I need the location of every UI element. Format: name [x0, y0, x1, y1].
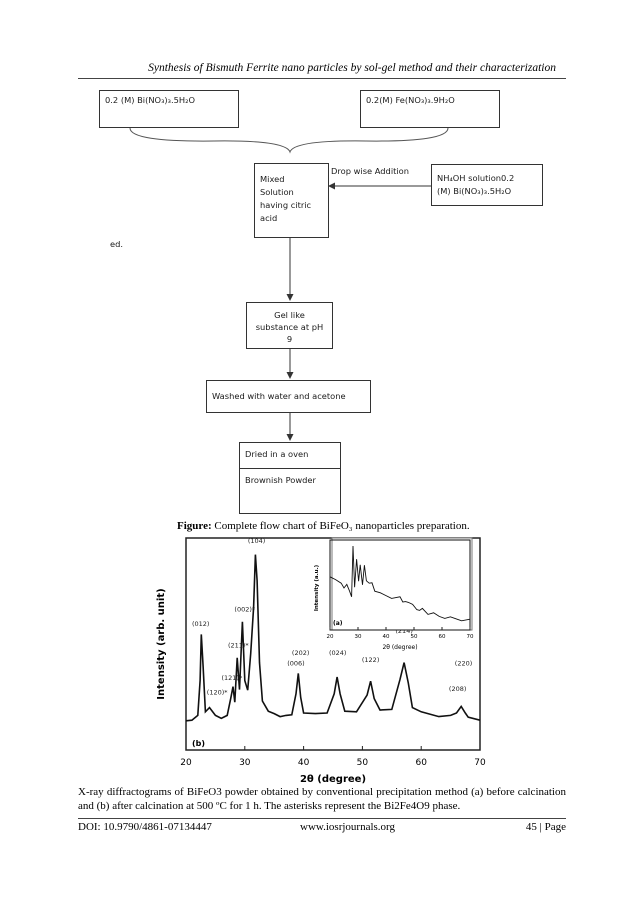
panel-label-a: (a) — [333, 620, 343, 627]
x-tick-label: 70 — [474, 758, 486, 768]
dried-text: Dried in a oven — [245, 449, 309, 459]
x-tick-label: 40 — [298, 758, 310, 768]
inset-x-tick-label: 70 — [467, 634, 474, 640]
x-tick-label: 60 — [415, 758, 427, 768]
mixed-line-4: acid — [260, 213, 278, 223]
nh4oh-line-2: (M) Bi(NO₃)₃.5H₂O — [437, 186, 512, 196]
x-tick-label: 20 — [180, 758, 192, 768]
inset-plot-frame — [329, 539, 471, 631]
peak-label: (202) — [292, 649, 309, 657]
mixed-line-1: Mixed — [260, 174, 285, 184]
inset-x-label: 2θ (degree) — [382, 644, 417, 651]
running-header: Synthesis of Bismuth Ferrite nano partic… — [148, 62, 556, 74]
peak-label: (214) — [395, 627, 412, 635]
footer-url: www.iosrjournals.org — [300, 821, 396, 833]
inset-series-line — [329, 545, 471, 622]
peak-label: (012) — [192, 620, 209, 628]
peak-label: (104) — [248, 537, 265, 545]
inset-x-tick-label: 20 — [327, 634, 334, 640]
fe-nitrate-box: 0.2(M) Fe(NO₃)₃.9H₂O — [360, 90, 500, 128]
mixed-line-3: having citric — [260, 200, 312, 210]
peak-label: (120)* — [207, 688, 228, 696]
footer-rule — [78, 818, 566, 819]
mixed-solution-box: Mixed Solution having citric acid — [254, 163, 329, 238]
peak-label: (002)* — [234, 606, 255, 614]
inset-x-tick-label: 50 — [411, 634, 418, 640]
gel-line-2: substance at pH — [255, 322, 324, 332]
peak-label: (024) — [329, 649, 346, 657]
dropwise-label: Drop wise Addition — [331, 166, 410, 176]
x-tick-label: 50 — [357, 758, 369, 768]
nh4oh-box: NH₄OH solution0.2 (M) Bi(NO₃)₃.5H₂O — [431, 164, 543, 206]
inset-x-tick-label: 30 — [355, 634, 362, 640]
inset-chart: 20 30 40 50 60 70 (a) Intensity (a.u.) 2θ (de… — [314, 537, 474, 651]
peak-label: (006) — [287, 660, 304, 668]
figure2-caption: X-ray diffractograms of BiFeO3 powder ob… — [78, 786, 566, 812]
figure1-caption: Figure: Complete flow chart of BiFeO₃ na… — [177, 520, 470, 532]
figure1-caption-label: Figure: — [177, 520, 212, 532]
gel-line-1: Gel like — [274, 310, 305, 320]
powder-box: Brownish Powder — [239, 468, 341, 514]
gel-box: Gel like substance at pH 9 — [246, 302, 333, 349]
figure1-caption-text: Complete flow chart of BiFeO₃ nanopartic… — [211, 520, 470, 532]
peak-label: (121)* — [221, 674, 242, 682]
peak-label: (211)* — [228, 642, 249, 650]
x-tick-label: 30 — [239, 758, 251, 768]
footer-doi: DOI: 10.9790/4861-07134447 — [78, 821, 212, 833]
y-axis-label: Intensity (arb. unit) — [156, 588, 167, 699]
bi-nitrate-box: 0.2 (M) Bi(NO₃)₃.5H₂O — [99, 90, 239, 128]
header-rule — [78, 78, 566, 79]
nh4oh-line-1: NH₄OH solution0.2 — [437, 173, 515, 183]
bi-nitrate-text: 0.2 (M) Bi(NO₃)₃.5H₂O — [105, 95, 195, 105]
washed-text: Washed with water and acetone — [212, 391, 346, 401]
xrd-series-line — [185, 554, 481, 722]
inset-x-tick-label: 40 — [383, 634, 390, 640]
footer-page: 45 | Page — [525, 821, 566, 833]
washed-box: Washed with water and acetone — [206, 380, 371, 413]
peak-label: (208) — [449, 685, 466, 693]
flowchart-connectors — [129, 127, 449, 441]
dried-box: Dried in a oven — [239, 442, 341, 469]
inset-y-label: Intensity (a.u.) — [314, 564, 320, 611]
inset-x-tick-label: 60 — [439, 634, 446, 640]
peak-label: (220) — [455, 660, 472, 668]
xrd-chart: 20 30 40 50 60 70 (012) (120)* (121)* (211)* (002… — [156, 537, 486, 784]
gel-line-3: 9 — [286, 334, 293, 344]
peak-label: (122) — [362, 656, 379, 664]
stray-text: ed. — [110, 239, 124, 249]
panel-label-b: (b) — [192, 739, 205, 748]
fe-nitrate-text: 0.2(M) Fe(NO₃)₃.9H₂O — [366, 95, 455, 105]
x-axis-label: 2θ (degree) — [300, 774, 366, 784]
powder-text: Brownish Powder — [245, 475, 316, 485]
mixed-line-2: Solution — [260, 187, 294, 197]
